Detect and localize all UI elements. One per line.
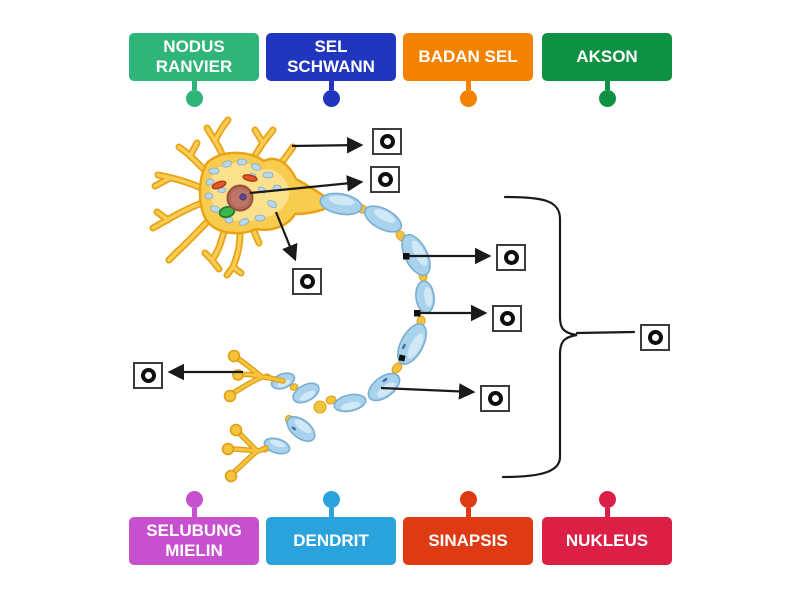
ring-icon xyxy=(487,391,503,406)
arrow-bottom-segment xyxy=(380,383,476,400)
label-nukleus[interactable]: NUKLEUS xyxy=(542,491,672,565)
cell-body xyxy=(198,151,336,235)
label-text: NODUS RANVIER xyxy=(129,33,259,81)
drop-target-6[interactable] xyxy=(640,324,670,351)
ring-icon xyxy=(647,330,663,345)
ring-icon xyxy=(299,274,315,289)
label-pin xyxy=(185,80,203,107)
axon-terminals xyxy=(221,349,284,483)
label-text: BADAN SEL xyxy=(403,33,533,81)
ring-icon xyxy=(140,368,156,383)
drop-target-5[interactable] xyxy=(492,305,522,332)
label-akson[interactable]: AKSON xyxy=(542,33,672,107)
label-pin xyxy=(185,491,203,518)
pointer-arrows xyxy=(167,136,492,400)
drop-target-4[interactable] xyxy=(496,244,526,271)
label-pin xyxy=(322,80,340,107)
drop-target-1[interactable] xyxy=(372,128,402,155)
nucleolus xyxy=(239,193,247,201)
arrow-cell-body xyxy=(274,211,298,262)
label-text: SELUBUNG MIELIN xyxy=(129,517,259,565)
myelin-sheath xyxy=(260,192,435,455)
label-sel-schwann[interactable]: SEL SCHWANN xyxy=(266,33,396,107)
ring-icon xyxy=(379,134,395,149)
organelle-er-2 xyxy=(242,174,258,182)
ring-icon xyxy=(377,172,393,187)
marker-dots xyxy=(398,253,421,362)
nucleus xyxy=(226,184,254,212)
drop-target-7[interactable] xyxy=(133,362,163,389)
arrow-dendrite xyxy=(291,136,364,154)
label-text: SEL SCHWANN xyxy=(266,33,396,81)
label-nodus-ranvier[interactable]: NODUS RANVIER xyxy=(129,33,259,107)
nissl-speckles xyxy=(204,158,282,226)
drop-target-8[interactable] xyxy=(480,385,510,412)
label-pin xyxy=(598,80,616,107)
label-text: NUKLEUS xyxy=(542,517,672,565)
ring-icon xyxy=(499,311,515,326)
label-text: SINAPSIS xyxy=(403,517,533,565)
drop-target-2[interactable] xyxy=(370,166,400,193)
label-sinapsis[interactable]: SINAPSIS xyxy=(403,491,533,565)
label-text: DENDRIT xyxy=(266,517,396,565)
label-pin xyxy=(322,491,340,518)
arrow-nucleus xyxy=(249,175,364,195)
label-text: AKSON xyxy=(542,33,672,81)
label-dendrit[interactable]: DENDRIT xyxy=(266,491,396,565)
organelle-er-1 xyxy=(211,180,227,190)
label-pin xyxy=(598,491,616,518)
label-pin xyxy=(459,491,477,518)
label-pin xyxy=(459,80,477,107)
label-badan-sel[interactable]: BADAN SEL xyxy=(403,33,533,107)
ring-icon xyxy=(503,250,519,265)
drop-target-3[interactable] xyxy=(292,268,322,295)
axon-brace xyxy=(501,195,636,479)
label-selubung-mielin[interactable]: SELUBUNG MIELIN xyxy=(129,491,259,565)
